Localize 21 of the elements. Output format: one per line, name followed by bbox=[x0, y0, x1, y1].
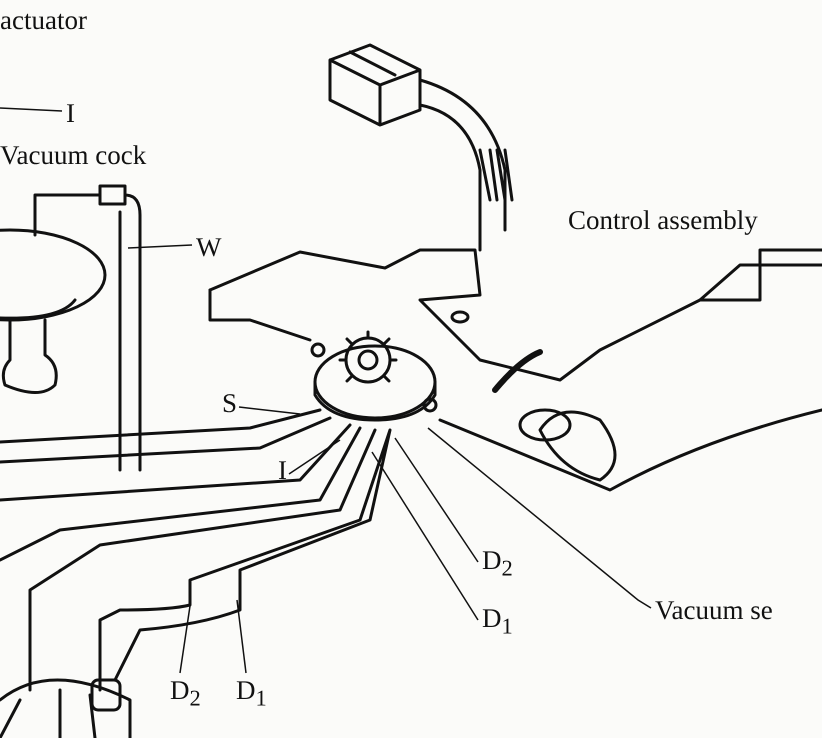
part-label: actuator bbox=[0, 5, 87, 35]
leader-line bbox=[179, 606, 191, 674]
part-label: Control assembly bbox=[568, 205, 758, 235]
callout-letter: D$_{2}$ bbox=[482, 545, 513, 584]
leader-line bbox=[394, 438, 479, 562]
part-label: Vacuum cock bbox=[0, 140, 146, 170]
leader-line bbox=[128, 244, 192, 249]
callout-letter: I bbox=[278, 455, 287, 485]
leader-line bbox=[236, 600, 247, 674]
leader-line bbox=[428, 427, 652, 609]
leader-line bbox=[238, 406, 300, 415]
callout-letter: D$_{2}$ bbox=[170, 675, 201, 714]
callout-letter: D$_{1}$ bbox=[482, 603, 513, 642]
leader-line bbox=[0, 107, 62, 112]
callout-letter: S bbox=[222, 388, 238, 418]
leader-line bbox=[288, 439, 340, 475]
callout-letter: D$_{1}$ bbox=[236, 675, 267, 714]
part-label: Vacuum se bbox=[655, 595, 773, 625]
callout-letter: W bbox=[196, 232, 222, 262]
callout-letter: I bbox=[66, 98, 75, 128]
leader-line bbox=[371, 452, 479, 620]
